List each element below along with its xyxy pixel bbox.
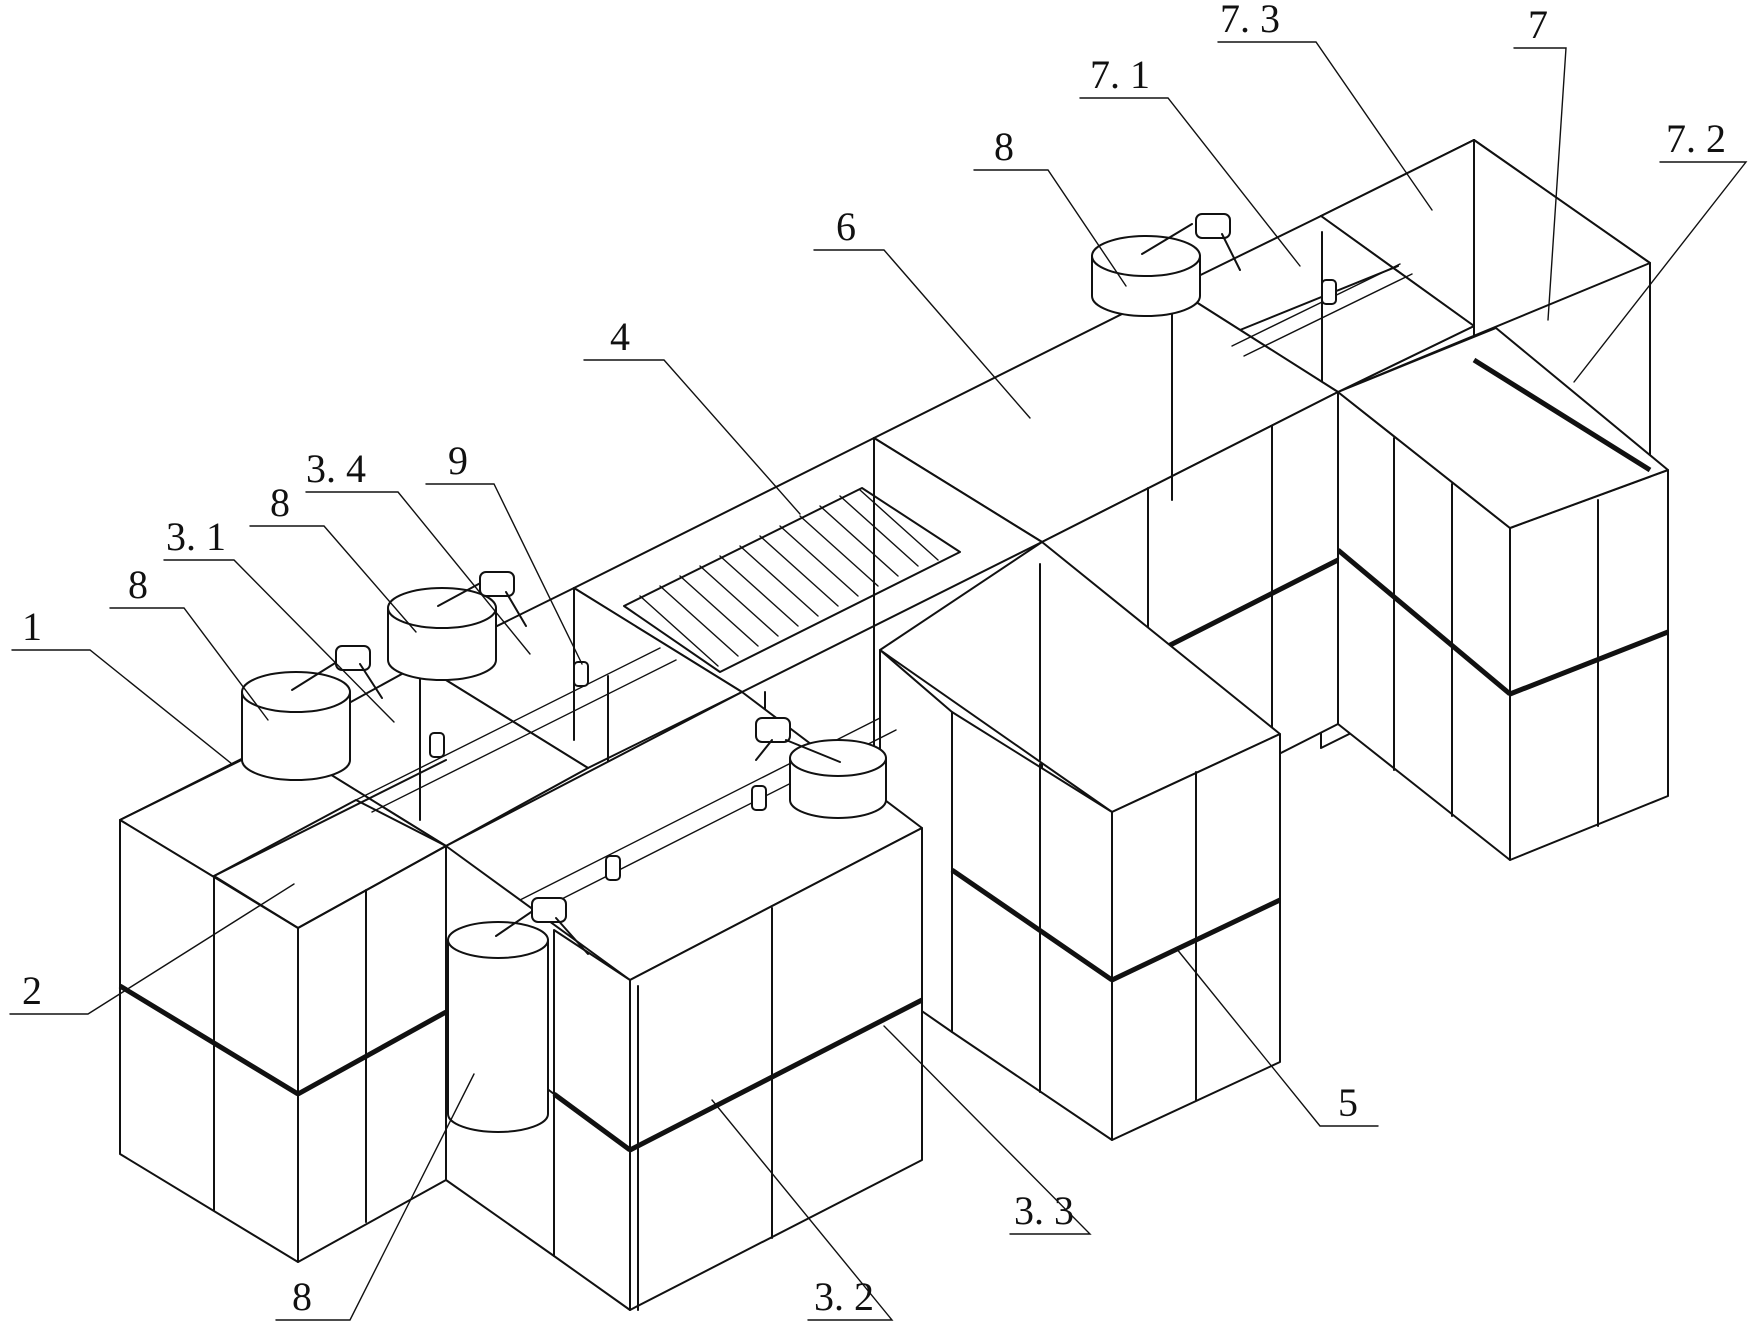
leader-3-3 bbox=[883, 1025, 1092, 1235]
leader-8d bbox=[275, 1073, 475, 1321]
label-8-d: 8 bbox=[292, 1274, 312, 1319]
label-4: 4 bbox=[610, 314, 630, 359]
sensor-9 bbox=[573, 661, 589, 687]
sensor-b bbox=[605, 855, 621, 881]
leader-lines bbox=[9, 41, 1748, 1321]
label-3-2: 3. 2 bbox=[814, 1274, 874, 1319]
robot-8-b bbox=[387, 571, 527, 681]
label-8-c: 8 bbox=[994, 124, 1014, 169]
label-7: 7 bbox=[1528, 2, 1548, 47]
label-8-b: 8 bbox=[270, 480, 290, 525]
leader-7-2 bbox=[1573, 161, 1748, 383]
sorting-trough-4 bbox=[573, 437, 1043, 713]
label-5: 5 bbox=[1338, 1080, 1358, 1125]
sensor-d bbox=[1321, 279, 1337, 305]
leader-1 bbox=[11, 649, 233, 765]
sensors bbox=[429, 279, 1337, 881]
leader-9 bbox=[425, 483, 583, 665]
label-7-2: 7. 2 bbox=[1666, 116, 1726, 161]
leader-8b bbox=[249, 525, 417, 633]
label-7-1: 7. 1 bbox=[1090, 52, 1150, 97]
reference-labels: 1 2 3. 1 8 8 3. 4 9 4 6 8 7. 1 7. 3 7 7.… bbox=[22, 0, 1726, 1319]
leader-8c bbox=[973, 169, 1127, 287]
leader-2 bbox=[9, 883, 295, 1015]
leader-3-1 bbox=[163, 559, 395, 723]
leader-3-4 bbox=[305, 491, 531, 655]
leader-3-2 bbox=[711, 1099, 894, 1321]
label-2: 2 bbox=[22, 968, 42, 1013]
leader-4 bbox=[583, 359, 801, 515]
label-3-1: 3. 1 bbox=[166, 514, 226, 559]
label-6: 6 bbox=[836, 204, 856, 249]
label-1: 1 bbox=[22, 604, 42, 649]
unit-1-2 bbox=[118, 741, 448, 1263]
leader-5 bbox=[1175, 947, 1379, 1127]
robot-8-d bbox=[447, 897, 589, 1133]
robot-8-c bbox=[1091, 213, 1241, 317]
leader-7 bbox=[1513, 47, 1567, 321]
leader-8a bbox=[109, 607, 269, 721]
sensor-c bbox=[751, 785, 767, 811]
label-9: 9 bbox=[448, 438, 468, 483]
sensor-a bbox=[429, 732, 445, 758]
label-7-3: 7. 3 bbox=[1220, 0, 1280, 41]
leader-6 bbox=[813, 249, 1031, 419]
leader-7-3 bbox=[1217, 41, 1433, 211]
label-3-4: 3. 4 bbox=[306, 446, 366, 491]
label-8-a: 8 bbox=[128, 562, 148, 607]
robot-3-3 bbox=[755, 717, 887, 819]
label-3-3: 3. 3 bbox=[1014, 1188, 1074, 1233]
leader-7-1 bbox=[1079, 97, 1301, 267]
robot-8-a bbox=[241, 645, 383, 781]
